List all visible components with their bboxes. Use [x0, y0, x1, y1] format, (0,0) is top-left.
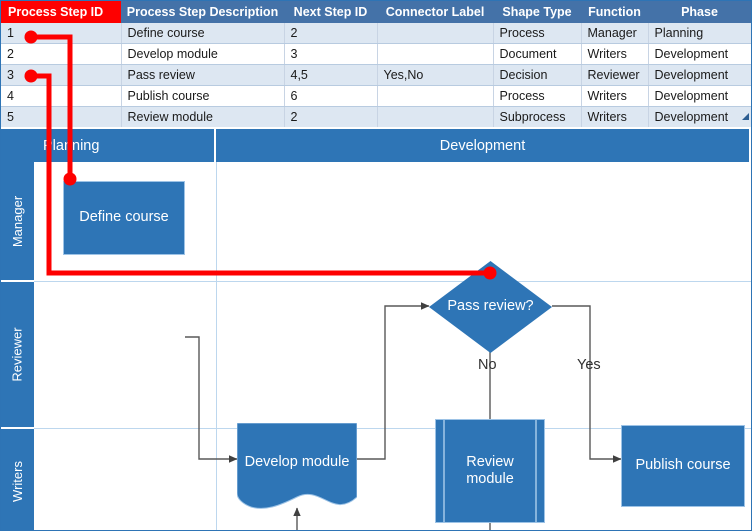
shape-develop-module[interactable]: Develop module	[237, 423, 357, 511]
phase-header-planning[interactable]: Planning	[34, 129, 216, 162]
lane-body-reviewer	[34, 282, 751, 429]
cell-connector[interactable]	[377, 106, 494, 128]
cell-phase[interactable]: Development	[648, 43, 751, 65]
cell-description[interactable]: Develop module	[121, 43, 285, 65]
cell-next-step[interactable]: 2	[284, 23, 378, 44]
cell-next-step[interactable]: 6	[284, 85, 378, 107]
cell-connector[interactable]	[377, 23, 494, 44]
cell-shape-type[interactable]: Document	[493, 43, 582, 65]
lane-header-reviewer[interactable]: Reviewer	[1, 282, 34, 429]
shape-pass-review[interactable]: Pass review?	[429, 261, 552, 353]
cell-connector[interactable]: Yes,No	[377, 64, 494, 86]
table-row[interactable]: 2 Develop module 3 Document Writers Deve…	[1, 43, 751, 65]
shape-review-module-label: Review module	[466, 453, 514, 487]
edge-label-yes: Yes	[577, 357, 601, 373]
shape-pass-review-label: Pass review?	[447, 298, 534, 315]
shape-review-module[interactable]: Review module	[435, 419, 545, 523]
cell-shape-type[interactable]: Process	[493, 85, 582, 107]
table-resize-handle-icon[interactable]	[742, 113, 749, 120]
swimlane-diagram: Planning Development Manager Reviewer Wr…	[1, 127, 751, 530]
col-header-function[interactable]: Function	[581, 1, 649, 23]
cell-phase[interactable]: Development	[648, 64, 751, 86]
table-row[interactable]: 1 Define course 2 Process Manager Planni…	[1, 23, 751, 44]
lane-header-reviewer-label: Reviewer	[10, 327, 25, 382]
shape-publish-course[interactable]: Publish course	[621, 425, 745, 507]
cell-shape-type[interactable]: Decision	[493, 64, 582, 86]
table-header-row: Process Step ID Process Step Description…	[1, 1, 751, 23]
cell-description[interactable]: Publish course	[121, 85, 285, 107]
shape-define-course[interactable]: Define course	[63, 181, 185, 255]
phase-header-development[interactable]: Development	[216, 129, 751, 162]
table-row[interactable]: 5 Review module 2 Subprocess Writers Dev…	[1, 106, 751, 128]
cell-step-id[interactable]: 3	[1, 64, 122, 86]
cell-step-id[interactable]: 1	[1, 23, 122, 44]
cell-function[interactable]: Writers	[581, 106, 649, 128]
cell-function[interactable]: Writers	[581, 85, 649, 107]
col-header-connector-label[interactable]: Connector Label	[377, 1, 494, 23]
cell-shape-type[interactable]: Subprocess	[493, 106, 582, 128]
col-header-next-step-id[interactable]: Next Step ID	[284, 1, 378, 23]
decision-diamond-icon	[429, 261, 552, 353]
cell-function[interactable]: Reviewer	[581, 64, 649, 86]
table-row[interactable]: 3 Pass review 4,5 Yes,No Decision Review…	[1, 64, 751, 86]
shape-develop-module-label: Develop module	[244, 454, 350, 471]
shape-publish-course-label: Publish course	[635, 457, 731, 474]
shape-define-course-label: Define course	[79, 209, 169, 226]
phase-divider-line	[216, 162, 217, 530]
cell-function[interactable]: Writers	[581, 43, 649, 65]
lane-header-manager-label: Manager	[10, 195, 25, 247]
cell-description[interactable]: Pass review	[121, 64, 285, 86]
cell-shape-type[interactable]: Process	[493, 23, 582, 44]
cell-phase[interactable]: Development	[648, 106, 751, 128]
cell-function[interactable]: Manager	[581, 23, 649, 44]
cell-step-id[interactable]: 4	[1, 85, 122, 107]
col-header-process-step-description[interactable]: Process Step Description	[121, 1, 285, 23]
cell-next-step[interactable]: 2	[284, 106, 378, 128]
table-row[interactable]: 4 Publish course 6 Process Writers Devel…	[1, 85, 751, 107]
cell-connector[interactable]	[377, 43, 494, 65]
cell-description[interactable]: Define course	[121, 23, 285, 44]
edge-label-no: No	[478, 357, 497, 373]
cell-phase[interactable]: Planning	[648, 23, 751, 44]
process-steps-table: Process Step ID Process Step Description…	[1, 1, 751, 128]
col-header-shape-type[interactable]: Shape Type	[493, 1, 582, 23]
col-header-phase[interactable]: Phase	[648, 1, 751, 23]
cell-next-step[interactable]: 4,5	[284, 64, 378, 86]
cell-description[interactable]: Review module	[121, 106, 285, 128]
phase-corner-cell	[1, 129, 34, 162]
cell-connector[interactable]	[377, 85, 494, 107]
document-shape-icon	[237, 423, 357, 509]
lane-header-writers-label: Writers	[10, 460, 25, 502]
lane-header-writers[interactable]: Writers	[1, 429, 34, 530]
cell-step-id[interactable]: 5	[1, 106, 122, 128]
process-steps-grid: Process Step ID Process Step Description…	[1, 1, 751, 128]
cell-phase[interactable]: Development	[648, 85, 751, 107]
cell-step-id[interactable]: 2	[1, 43, 122, 65]
col-header-process-step-id[interactable]: Process Step ID	[1, 1, 122, 23]
cell-next-step[interactable]: 3	[284, 43, 378, 65]
lane-header-manager[interactable]: Manager	[1, 162, 34, 282]
